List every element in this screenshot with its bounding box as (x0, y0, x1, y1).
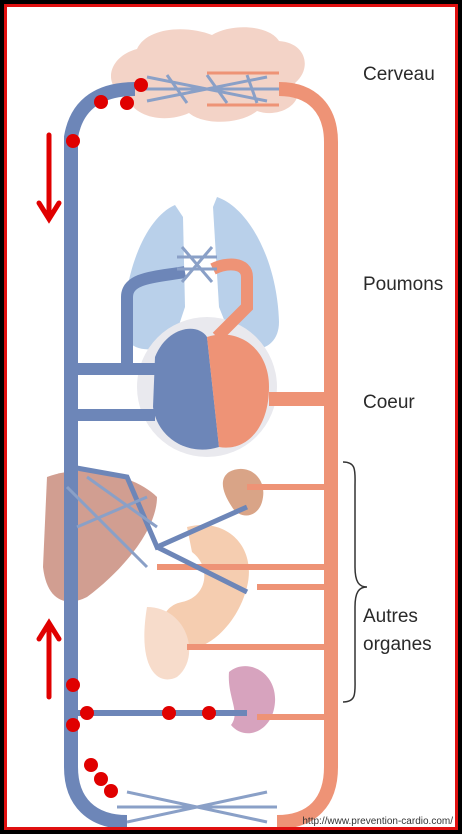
marker-dot (80, 706, 94, 720)
other-organs-bracket (343, 462, 367, 702)
marker-dot (84, 758, 98, 772)
marker-dot (134, 78, 148, 92)
marker-dot (104, 784, 118, 798)
label-lungs: Poumons (363, 271, 443, 299)
label-heart: Coeur (363, 389, 415, 417)
diagram-frame: Cerveau Poumons Coeur Autres organes htt… (4, 4, 458, 830)
marker-dot (66, 718, 80, 732)
marker-dot (66, 134, 80, 148)
circulation-diagram (7, 7, 455, 827)
marker-dot (66, 678, 80, 692)
label-brain: Cerveau (363, 61, 435, 89)
down-arrow (39, 135, 59, 219)
label-other-organs-2: organes (363, 631, 432, 659)
marker-dot (120, 96, 134, 110)
marker-dot (202, 706, 216, 720)
liver-shape (43, 471, 157, 602)
marker-dot (94, 772, 108, 786)
kidney-shape (229, 666, 275, 733)
marker-dot (162, 706, 176, 720)
source-credit: http://www.prevention-cardio.com/ (302, 816, 453, 827)
label-other-organs-1: Autres (363, 603, 418, 631)
lower-body-capillaries (117, 792, 277, 822)
artery-main (277, 89, 331, 822)
up-arrow (39, 623, 59, 697)
marker-dot (94, 95, 108, 109)
